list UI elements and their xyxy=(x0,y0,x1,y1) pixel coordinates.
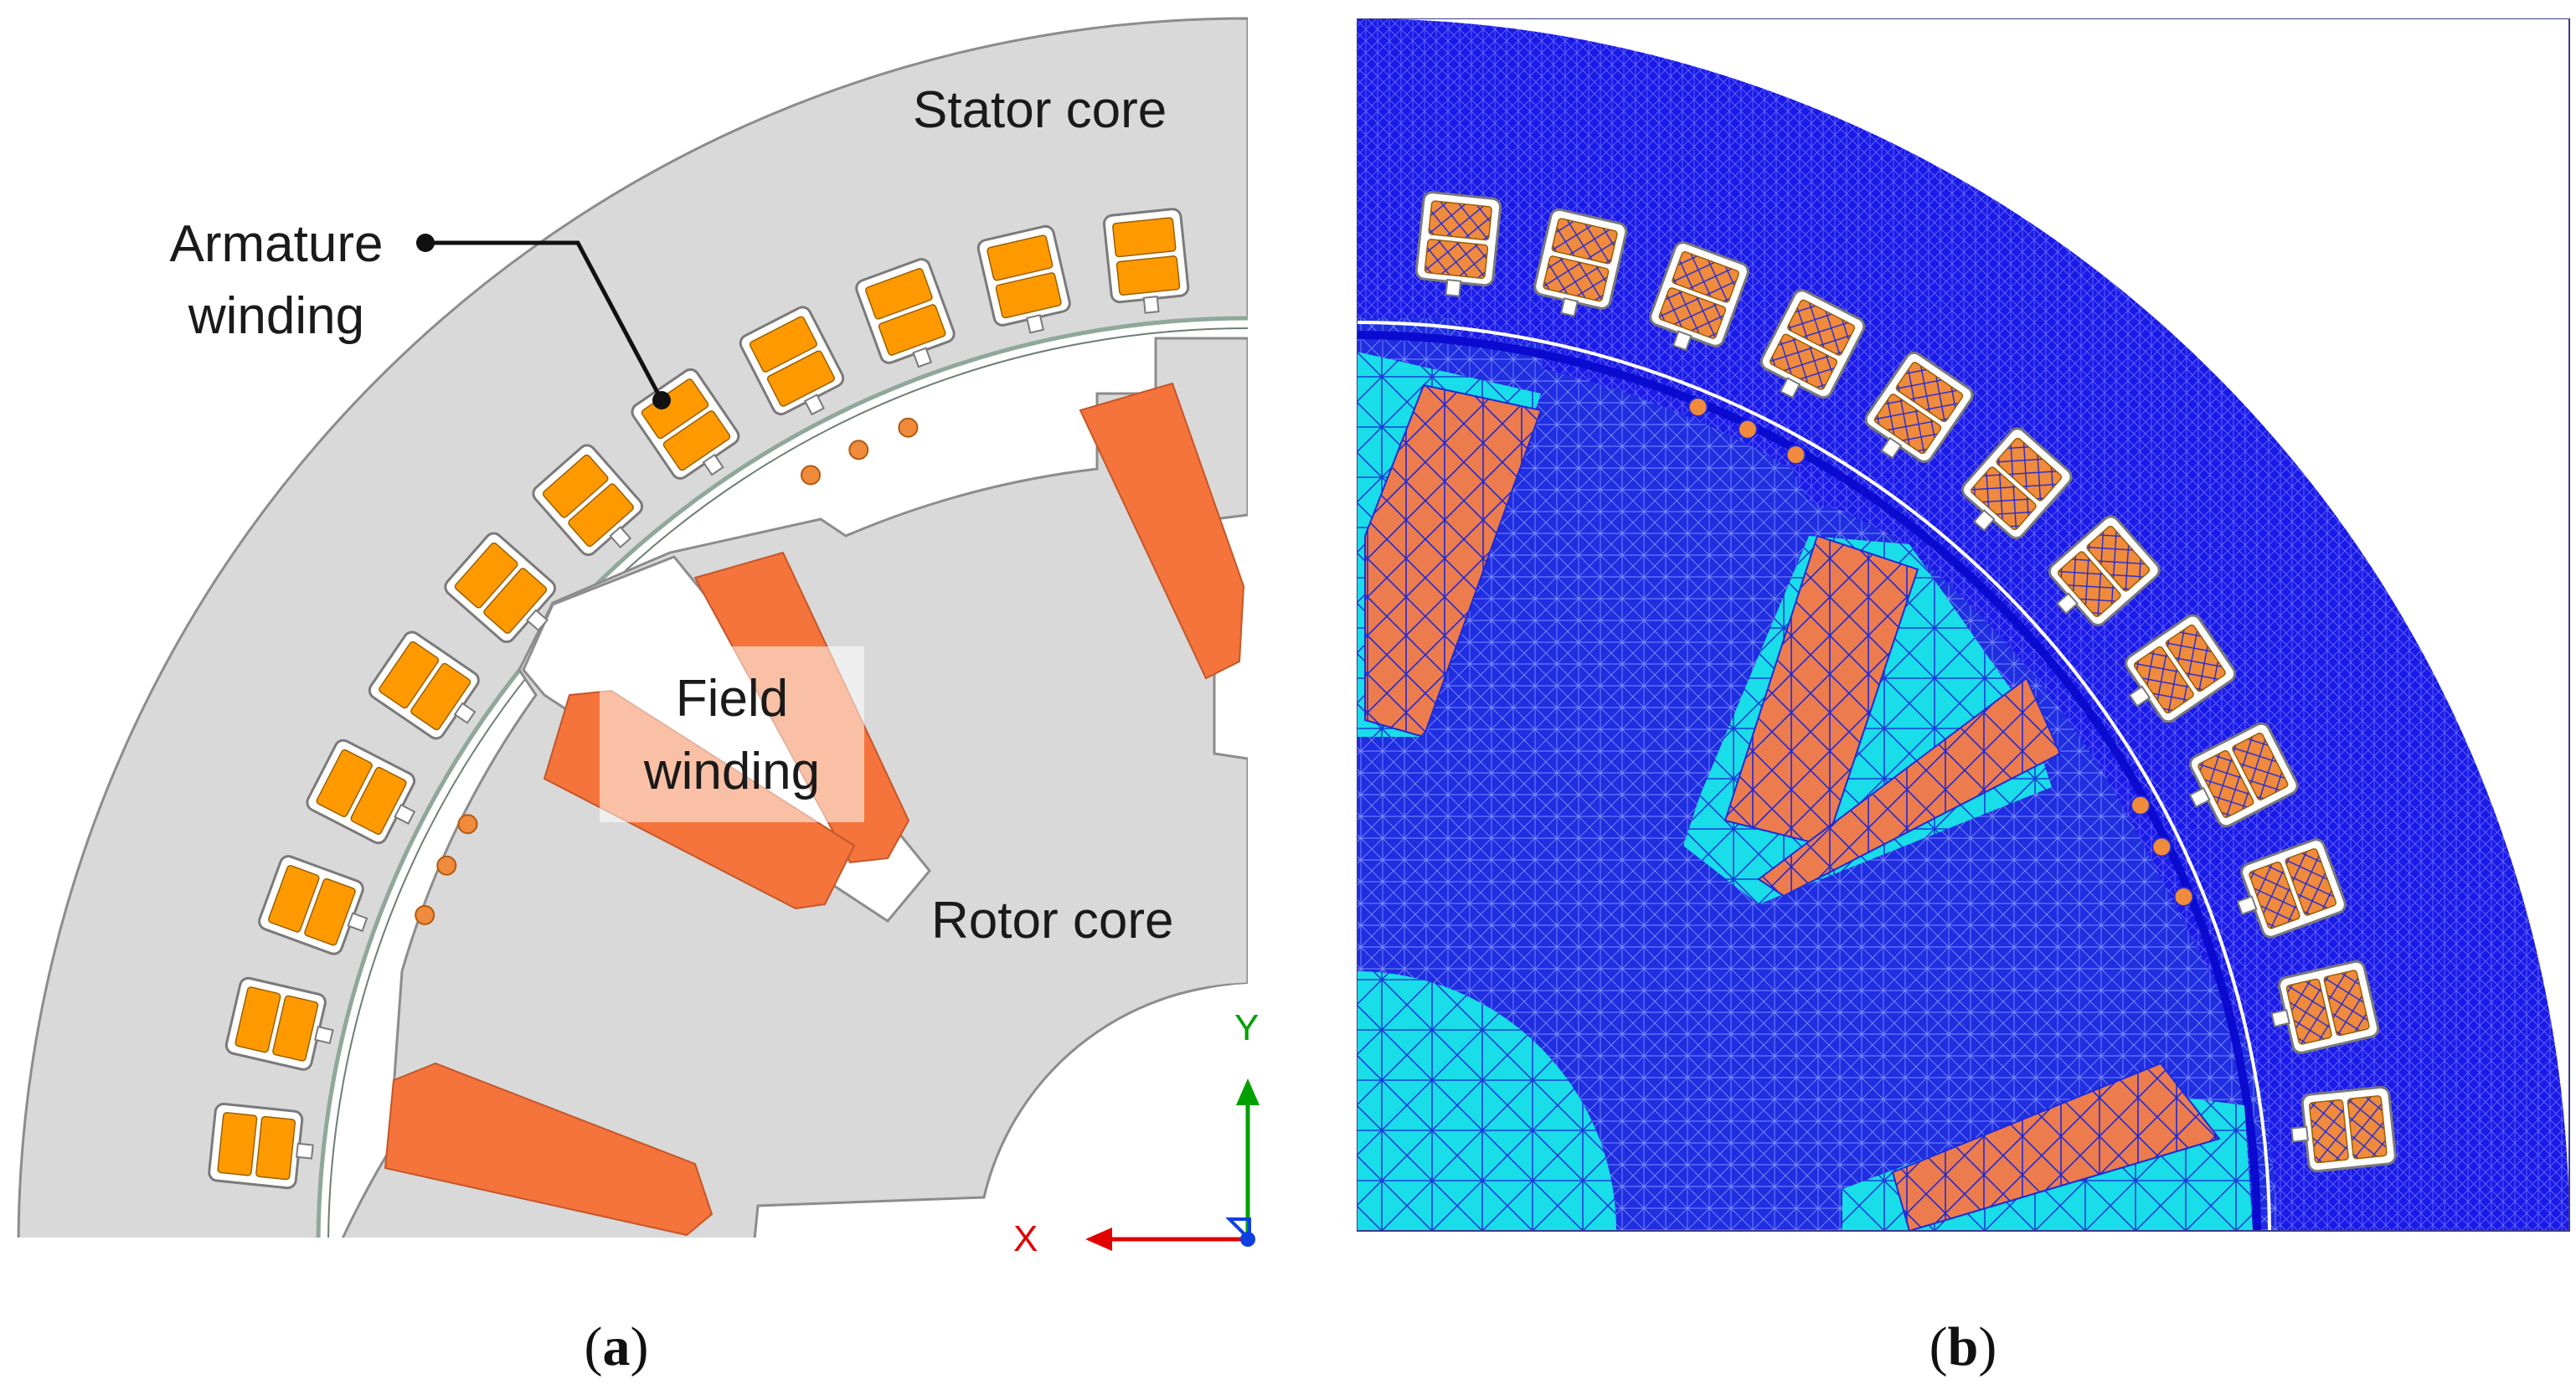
armature-slot xyxy=(1102,208,1190,314)
armature-slot xyxy=(855,258,956,368)
axis-x-label: X xyxy=(1013,1218,1038,1259)
armature-slot xyxy=(2188,722,2299,828)
damper-bar xyxy=(1785,445,1806,466)
stator-core-label: Stator core xyxy=(913,81,1167,139)
rotor-core-label: Rotor core xyxy=(931,892,1173,950)
field-winding-label-line1: Field xyxy=(676,670,788,728)
armature-slot xyxy=(368,631,480,740)
leader-dot-icon xyxy=(652,391,671,409)
damper-bar xyxy=(1737,419,1758,440)
armature-slot xyxy=(2236,838,2347,939)
armature-slot xyxy=(2125,614,2237,723)
panel-a-geometry xyxy=(17,17,1248,1238)
damper-bar xyxy=(436,855,457,876)
damper-bar xyxy=(2173,887,2194,907)
damper-bar xyxy=(415,904,435,925)
armature-winding-label-line1: Armature xyxy=(170,215,384,273)
mesh-air-gap-inner xyxy=(1357,331,2261,1232)
xyz-triad-icon xyxy=(1085,1078,1260,1251)
armature-slot xyxy=(208,1102,314,1190)
field-coil-mesh xyxy=(1891,1062,2221,1233)
armature-slot xyxy=(258,855,368,955)
armature-winding-leader xyxy=(416,234,671,409)
armature-slot xyxy=(306,739,416,845)
armature-slot xyxy=(1960,427,2073,540)
field-winding-label-line2: winding xyxy=(643,743,820,800)
damper-bar xyxy=(848,440,869,461)
panel-b-border xyxy=(1357,18,2570,1232)
armature-slot xyxy=(2270,960,2380,1054)
field-coil-mesh xyxy=(1364,383,1543,739)
armature-slots xyxy=(208,208,1190,1190)
field-coil-mesh xyxy=(1757,677,2062,898)
armature-winding-label-line2: winding xyxy=(188,287,364,345)
armature-slots-mesh xyxy=(1414,191,2397,1173)
armature-slot xyxy=(739,306,845,416)
damper-bar xyxy=(2130,795,2151,816)
armature-slot xyxy=(1864,351,1974,463)
caption-b: (b) xyxy=(1929,1316,1997,1377)
damper-bars-mesh xyxy=(1687,397,2194,907)
armature-slot xyxy=(1759,289,1866,399)
armature-slot xyxy=(1533,208,1628,317)
armature-slot xyxy=(532,444,644,557)
damper-bar xyxy=(898,417,919,438)
armature-slot xyxy=(976,224,1071,334)
panel-b-mesh xyxy=(1357,18,2571,1239)
shaft-bore xyxy=(984,984,1248,1238)
field-coil xyxy=(384,1062,714,1237)
damper-bar xyxy=(2151,836,2172,857)
axis-y-label: Y xyxy=(1234,1007,1259,1048)
armature-slot xyxy=(2290,1085,2397,1173)
armature-slot xyxy=(2048,515,2161,627)
mesh-air-gap xyxy=(1357,321,2271,1232)
damper-bar xyxy=(801,465,821,486)
field-coil xyxy=(1079,382,1245,680)
armature-slot xyxy=(224,976,334,1071)
armature-slot xyxy=(1649,241,1749,352)
caption-a: (a) xyxy=(585,1316,649,1377)
armature-slot xyxy=(444,532,557,644)
leader-line xyxy=(425,240,664,402)
shaft-mesh xyxy=(1357,971,1616,1231)
damper-bars xyxy=(415,417,919,925)
damper-bar xyxy=(1687,397,1708,418)
armature-slot xyxy=(1414,191,1502,297)
field-winding-label-bg xyxy=(600,646,864,822)
damper-bar xyxy=(457,814,478,835)
